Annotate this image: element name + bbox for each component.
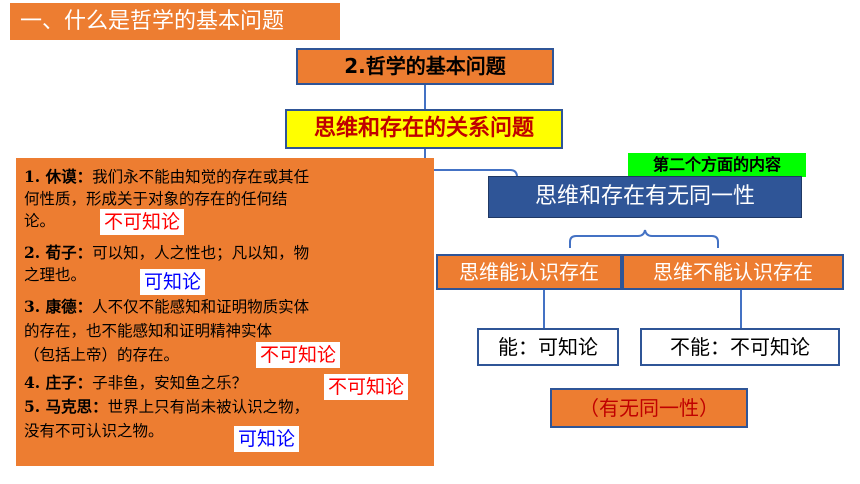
quote-1-line-2: 何性质，形成关于对象的存在的任何结 bbox=[24, 190, 288, 208]
result-box: （有无同一性） bbox=[550, 388, 748, 428]
aspect-box: 思维和存在有无同一性 bbox=[488, 176, 802, 218]
answer-right-box: 不能：不可知论 bbox=[640, 328, 840, 366]
quote-2-line-1: 2. 荀子：可以知，人之性也；凡以知，物 bbox=[24, 243, 310, 262]
quote-1-line-1: 1. 休谟：我们永不能由知觉的存在或其任 bbox=[24, 167, 310, 186]
branch-right-box: 思维不能认识存在 bbox=[622, 254, 844, 290]
quote-1-tag: 不可知论 bbox=[100, 209, 185, 235]
quote-1-line-3: 论。 bbox=[24, 212, 56, 230]
quote-5-line-2: 没有不可认识之物。 bbox=[24, 422, 164, 440]
quote-3-line-2: 的存在，也不能感知和证明精神实体 bbox=[24, 322, 273, 340]
quote-2-line-2: 之理也。 bbox=[24, 266, 87, 284]
quote-panel: 1. 休谟：我们永不能由知觉的存在或其任 何性质，形成关于对象的存在的任何结 论… bbox=[16, 158, 434, 466]
quote-3-line-1: 3. 康德：人不仅不能感知和证明物质实体 bbox=[24, 297, 310, 316]
answer-left-box: 能：可知论 bbox=[477, 328, 619, 366]
quote-3-line-3: （包括上帝）的存在。 bbox=[24, 346, 180, 364]
quote-5-line-1: 5. 马克思：世界上只有尚未被认识之物， bbox=[24, 397, 310, 416]
quote-4-tag: 不可知论 bbox=[324, 374, 409, 400]
core-question-box: 思维和存在的关系问题 bbox=[285, 109, 563, 149]
quote-2-name: 2. 荀子： bbox=[24, 243, 93, 262]
quote-5-tag: 可知论 bbox=[234, 426, 300, 452]
quote-3-name: 3. 康德： bbox=[24, 297, 93, 316]
main-title-box: 2.哲学的基本问题 bbox=[296, 48, 554, 85]
quote-4-name: 4. 庄子： bbox=[24, 373, 93, 392]
aspect-label: 第二个方面的内容 bbox=[628, 153, 806, 177]
quote-2-tag: 可知论 bbox=[140, 269, 206, 295]
quote-1-name: 1. 休谟： bbox=[24, 167, 93, 186]
quote-4-line-1: 4. 庄子：子非鱼，安知鱼之乐？ bbox=[24, 373, 248, 392]
section-title: 一、什么是哲学的基本问题 bbox=[10, 3, 340, 40]
branch-left-box: 思维能认识存在 bbox=[436, 254, 622, 290]
quote-5-name: 5. 马克思： bbox=[24, 397, 108, 416]
quote-3-tag: 不可知论 bbox=[256, 342, 341, 368]
